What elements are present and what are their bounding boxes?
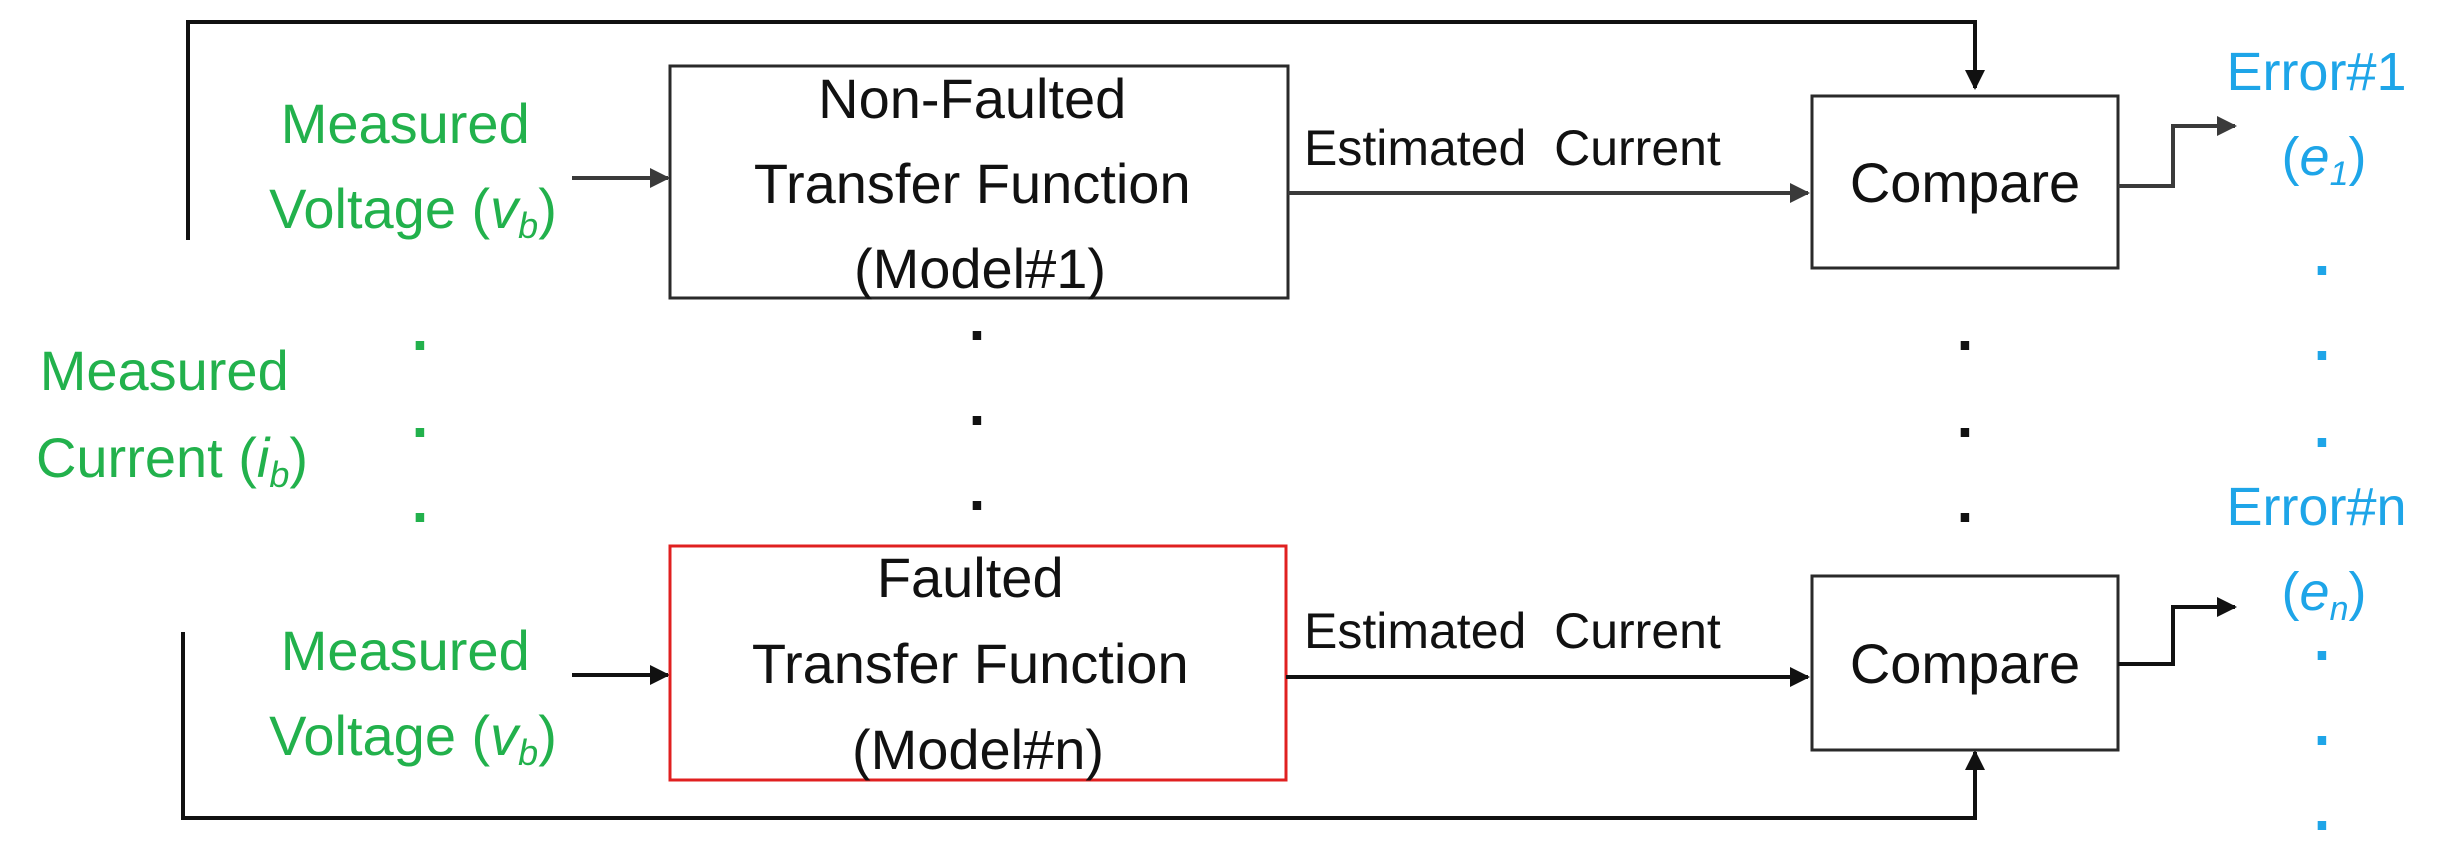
non-faulted-model-block xyxy=(668,64,1290,300)
estimated-current-bottom-label: Estimated Current xyxy=(1304,603,1721,659)
svg-text:.: . xyxy=(2314,306,2331,373)
measured-voltage-bottom-label: Measured Voltage (vb) xyxy=(269,619,557,773)
svg-text:.: . xyxy=(969,456,986,523)
svg-text:.: . xyxy=(1957,468,1974,535)
svg-text:.: . xyxy=(1957,296,1974,363)
error-ellipsis-bottom: . . . xyxy=(2314,606,2331,843)
estimated-current-top-label: Estimated Current xyxy=(1304,120,1721,176)
compare-bottom-label: Compare xyxy=(1850,632,2080,695)
compare-block-bottom xyxy=(1810,574,2120,752)
svg-text:.: . xyxy=(2314,393,2331,460)
current-feedback-top-line xyxy=(186,20,1985,240)
svg-text:.: . xyxy=(969,371,986,438)
compare-top-label: Compare xyxy=(1850,151,2080,214)
current-feedback-bottom-line xyxy=(181,632,1985,820)
svg-text:.: . xyxy=(2314,776,2331,843)
measured-current-label: Measured Current (ib) xyxy=(36,339,308,495)
svg-text:.: . xyxy=(1957,383,1974,450)
non-faulted-model-text: Non-Faulted Transfer Function (Model#1) xyxy=(754,67,1206,300)
svg-text:.: . xyxy=(2314,691,2331,758)
error-output-top-arrow xyxy=(2118,116,2237,188)
compare-ellipsis: . . . xyxy=(1957,296,1974,535)
svg-text:.: . xyxy=(412,296,429,363)
error-ellipsis-top: . . . xyxy=(2314,221,2331,460)
measured-voltage-top-label: Measured Voltage (vb) xyxy=(269,92,557,246)
error-bottom-label: Error#n (en) xyxy=(2226,477,2421,628)
svg-text:.: . xyxy=(412,468,429,535)
model-ellipsis: . . . xyxy=(969,286,986,523)
svg-text:.: . xyxy=(412,383,429,450)
faulted-model-block xyxy=(668,544,1288,782)
faulted-model-text: Faulted Transfer Function (Model#n) xyxy=(752,546,1204,781)
input-ellipsis: . . . xyxy=(412,296,429,535)
svg-text:.: . xyxy=(2314,606,2331,673)
error-output-bottom-arrow xyxy=(2118,597,2237,666)
error-top-label: Error#1 (e1) xyxy=(2226,42,2421,193)
svg-text:.: . xyxy=(969,286,986,353)
compare-block-top xyxy=(1810,94,2120,270)
svg-text:.: . xyxy=(2314,221,2331,288)
